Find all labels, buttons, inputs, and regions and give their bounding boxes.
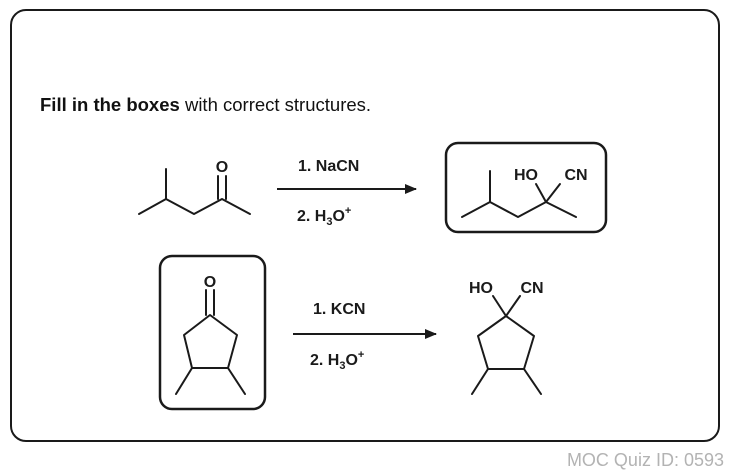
reaction-2-product <box>471 295 542 395</box>
reaction-2-product-cn: CN <box>520 280 543 297</box>
quiz-id-label: MOC Quiz ID: 0593 <box>566 450 724 470</box>
reaction-1-reagent-1: 1. NaCN <box>298 158 359 175</box>
reaction-1-product-box <box>444 141 608 234</box>
reaction-2-reagent-2: 2. H3O+ <box>310 349 364 372</box>
instruction-bold: Fill in the boxes <box>40 94 180 115</box>
reaction-2-reagent-1: 1. KCN <box>313 301 365 318</box>
reaction-1-reagent-2: 2. H3O+ <box>297 205 351 228</box>
reaction-2-carbonyl-o: O <box>204 274 216 291</box>
reaction-2-starting-material-box <box>158 254 267 411</box>
reaction-1-starting-material <box>138 168 251 215</box>
instruction-rest: with correct structures. <box>179 94 372 115</box>
reaction-1-product <box>461 170 577 218</box>
quiz-frame <box>10 9 720 442</box>
instruction-text: Fill in the boxes with correct structure… <box>40 94 371 116</box>
reaction-2-starting-material <box>175 289 246 395</box>
reaction-1-product-ho: HO <box>514 167 538 184</box>
reaction-2-product-ho: HO <box>469 280 493 297</box>
reaction-1-product-cn: CN <box>564 167 587 184</box>
reaction-1-carbonyl-o: O <box>216 159 228 176</box>
